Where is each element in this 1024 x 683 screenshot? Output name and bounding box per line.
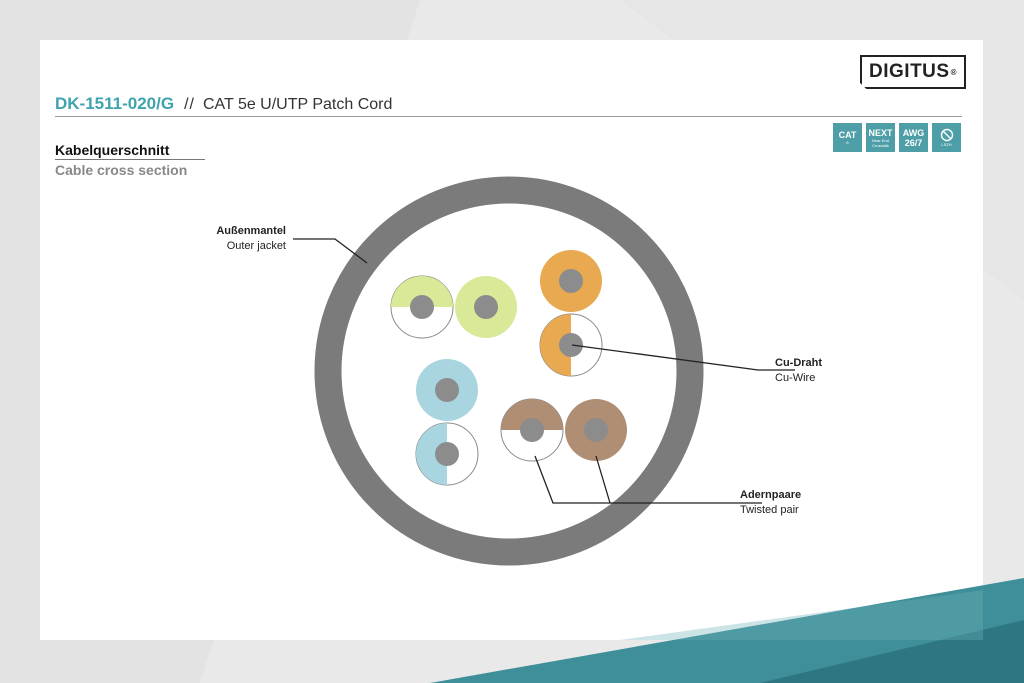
digitus-logo: DIGITUS® [860, 55, 966, 89]
jacket-leader-line [293, 238, 368, 264]
page-title: DK-1511-020/G // CAT 5e U/UTP Patch Cord [55, 94, 392, 114]
product-name: CAT 5e U/UTP Patch Cord [202, 96, 393, 113]
wire-blue-white [415, 422, 479, 486]
awg-badge: AWG 26/7 [899, 123, 928, 152]
wire-brown [565, 399, 627, 461]
pair-leader-line-2 [595, 455, 611, 504]
wire-orange-white [539, 313, 603, 377]
wire-brown-white [500, 398, 564, 462]
cat-badge-value: 6 [846, 140, 849, 145]
lszh-badge-label: LSZH [941, 142, 952, 147]
pair-callout: Adernpaare Twisted pair [740, 488, 801, 518]
jacket-callout: Außenmantel Outer jacket [210, 224, 286, 254]
logo-registered-mark: ® [950, 67, 957, 77]
pair-label-en: Twisted pair [740, 504, 799, 516]
awg-badge-label: AWG [902, 127, 925, 138]
wire-blue [416, 359, 478, 421]
section-title-underline [55, 159, 205, 160]
next-badge-label: NEXT [868, 127, 893, 138]
cat-badge: CAT 6 [833, 123, 862, 152]
wire-label-en: Cu-Wire [775, 372, 816, 384]
model-number: DK-1511-020/G [55, 94, 175, 113]
wire-pair-brown [500, 398, 627, 462]
wire-green [455, 276, 517, 338]
title-divider [55, 116, 962, 117]
wire-leader-line [571, 344, 795, 371]
awg-badge-value: 26/7 [904, 137, 923, 148]
jacket-label-de: Außenmantel [216, 225, 286, 237]
lszh-badge: LSZH [932, 123, 961, 152]
title-separator: // [184, 96, 195, 113]
wire-green-white [390, 275, 454, 339]
next-badge: NEXT Near End Crosstalk [866, 123, 895, 152]
wire-orange [540, 250, 602, 312]
halogen-free-icon [940, 128, 953, 142]
wire-pair-blue [415, 359, 479, 486]
section-title-en: Cable cross section [55, 162, 188, 178]
wire-pair-green [390, 275, 517, 339]
outer-jacket [314, 176, 704, 566]
jacket-label-en: Outer jacket [226, 240, 286, 252]
pair-leader-line [534, 455, 762, 504]
wire-label-de: Cu-Draht [775, 357, 823, 369]
cat-badge-label: CAT [838, 130, 857, 140]
wire-pair-orange [539, 250, 603, 377]
next-badge-sub: Near End Crosstalk [872, 137, 889, 148]
section-title-de: Kabelquerschnitt [55, 142, 170, 158]
logo-text: DIGITUS [869, 61, 950, 82]
spec-badges: CAT 6 NEXT Near End Crosstalk AWG 26/7 L… [833, 123, 961, 152]
pair-label-de: Adernpaare [740, 489, 802, 501]
wire-callout: Cu-Draht Cu-Wire [775, 356, 822, 386]
